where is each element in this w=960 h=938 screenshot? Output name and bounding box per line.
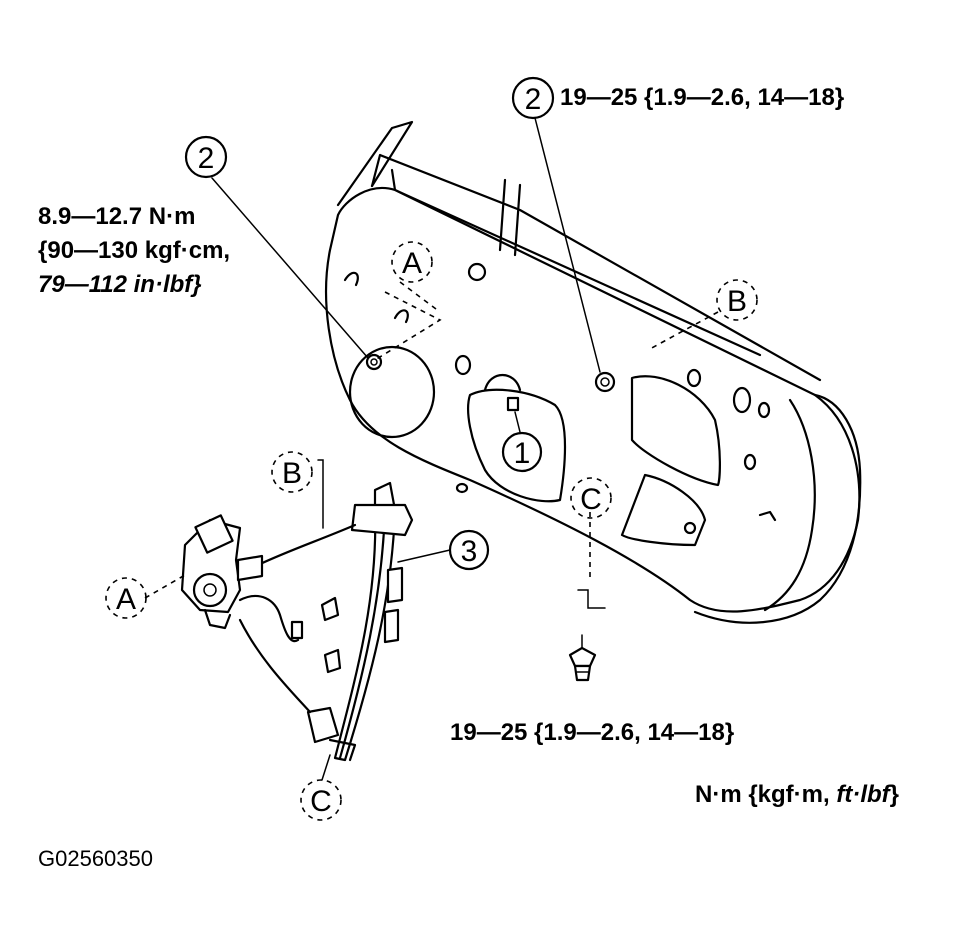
- torque-spec-lower: 19—25 {1.9—2.6, 14—18}: [450, 719, 734, 746]
- svg-text:79—112 in·lbf}: 79—112 in·lbf}: [38, 271, 202, 298]
- ref-a-motor: A: [105, 577, 147, 619]
- callout-part-2-left: 2: [184, 135, 228, 179]
- svg-text:A: A: [402, 247, 422, 280]
- ref-c-door: C: [570, 477, 612, 519]
- bolt-left-panel: [365, 353, 383, 371]
- svg-text:A: A: [116, 583, 136, 616]
- callout-part-2-right: 2: [511, 76, 555, 120]
- svg-text:B: B: [727, 285, 747, 318]
- svg-text:{90—130 kgf·cm,: {90—130 kgf·cm,: [38, 237, 230, 264]
- svg-text:1: 1: [514, 437, 531, 470]
- svg-text:B: B: [282, 457, 302, 490]
- callout-part-1: 1: [501, 431, 543, 473]
- callout-part-3: 3: [448, 529, 490, 571]
- door-inner-panel: [325, 120, 862, 624]
- window-regulator-assembly: [180, 481, 414, 762]
- torque-spec-upper-left: 8.9—12.7 N·m {90—130 kgf·cm, 79—112 in·l…: [38, 203, 230, 298]
- units-legend: N·m {kgf·m, ft·lbf}: [695, 781, 899, 808]
- ref-c-regulator: C: [300, 779, 342, 821]
- svg-text:2: 2: [525, 83, 542, 116]
- svg-text:C: C: [310, 785, 332, 818]
- svg-text:8.9—12.7 N·m: 8.9—12.7 N·m: [38, 203, 195, 230]
- ref-b-regulator: B: [271, 451, 313, 493]
- figure-id: G02560350: [38, 846, 153, 871]
- bolt-right-panel: [594, 371, 616, 393]
- lower-bolt: [568, 646, 597, 682]
- ref-b-door: B: [716, 279, 758, 321]
- ref-a-door: A: [391, 241, 433, 283]
- torque-spec-upper-right: 19—25 {1.9—2.6, 14—18}: [560, 84, 844, 111]
- leader-lines: [144, 117, 719, 781]
- svg-text:2: 2: [198, 142, 215, 175]
- svg-text:3: 3: [461, 535, 478, 568]
- svg-text:C: C: [580, 483, 602, 516]
